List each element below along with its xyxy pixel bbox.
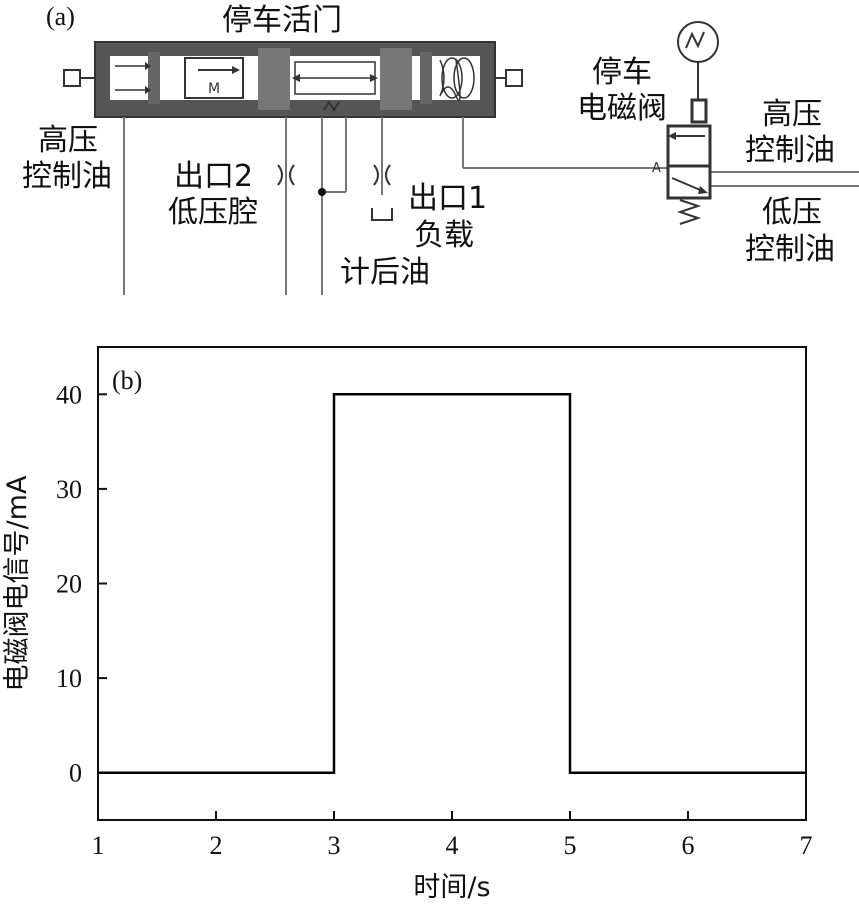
- y-tick-label: 20: [56, 570, 82, 599]
- y-tick-label: 10: [56, 664, 82, 693]
- solenoid-label-line1: 停车: [592, 55, 652, 90]
- x-tick-label: 5: [564, 831, 577, 860]
- hp-right-line1: 高压: [762, 97, 822, 132]
- outlet1-line1: 出口1: [408, 181, 488, 216]
- port-a-label: A: [652, 161, 661, 176]
- x-tick-label: 2: [210, 831, 223, 860]
- pipes: [123, 117, 859, 295]
- plot-frame: [97, 346, 807, 821]
- y-axis-title: 电磁阀电信号/mA: [2, 475, 33, 691]
- check-symbol: [323, 100, 340, 112]
- hp-left-line1: 高压: [38, 123, 98, 158]
- signal-series-line: [98, 393, 806, 774]
- lp-right-line1: 低压: [762, 195, 822, 230]
- outlet2-line1: 出口2: [174, 159, 254, 194]
- restrictor-outlet2: [277, 164, 295, 186]
- metered-oil-label: 计后油: [340, 255, 430, 290]
- lp-right-line2: 控制油: [745, 232, 835, 267]
- x-tick-label: 4: [446, 831, 459, 860]
- hp-right-line2: 控制油: [745, 133, 835, 168]
- left-rod: [63, 69, 95, 87]
- signal-chart: 1 2 3 4 5 6 7 0 10 20 30 40 时间/s 电磁阀电信号/mA (b): [2, 346, 813, 903]
- x-tick-label: 6: [682, 831, 695, 860]
- junction-dot: [318, 188, 326, 196]
- x-tick-label: 7: [800, 831, 813, 860]
- outlet2-line2: 低压腔: [168, 195, 258, 230]
- pressure-gauge-icon: [677, 21, 719, 63]
- panel-tag-a: (a): [46, 2, 75, 31]
- restrictor-outlet1: [371, 164, 393, 221]
- parking-valve-body: M: [94, 41, 496, 118]
- x-tick-label: 3: [328, 831, 341, 860]
- motor-label: M: [208, 81, 220, 97]
- x-axis-title: 时间/s: [413, 872, 490, 903]
- y-tick-label: 0: [69, 759, 82, 788]
- hp-left-line2: 控制油: [22, 159, 112, 194]
- panel-tag-b: (b): [112, 366, 142, 395]
- y-tick-label: 40: [56, 380, 82, 409]
- outlet1-line2: 负载: [414, 218, 474, 253]
- hydraulic-diagram: M: [63, 21, 859, 295]
- parking-valve-label: 停车活门: [222, 3, 342, 38]
- solenoid-label-line2: 电磁阀: [577, 91, 667, 126]
- solenoid-valve: A: [652, 21, 719, 225]
- x-tick-label: 1: [92, 831, 105, 860]
- y-tick-label: 30: [56, 475, 82, 504]
- right-rod: [495, 69, 523, 87]
